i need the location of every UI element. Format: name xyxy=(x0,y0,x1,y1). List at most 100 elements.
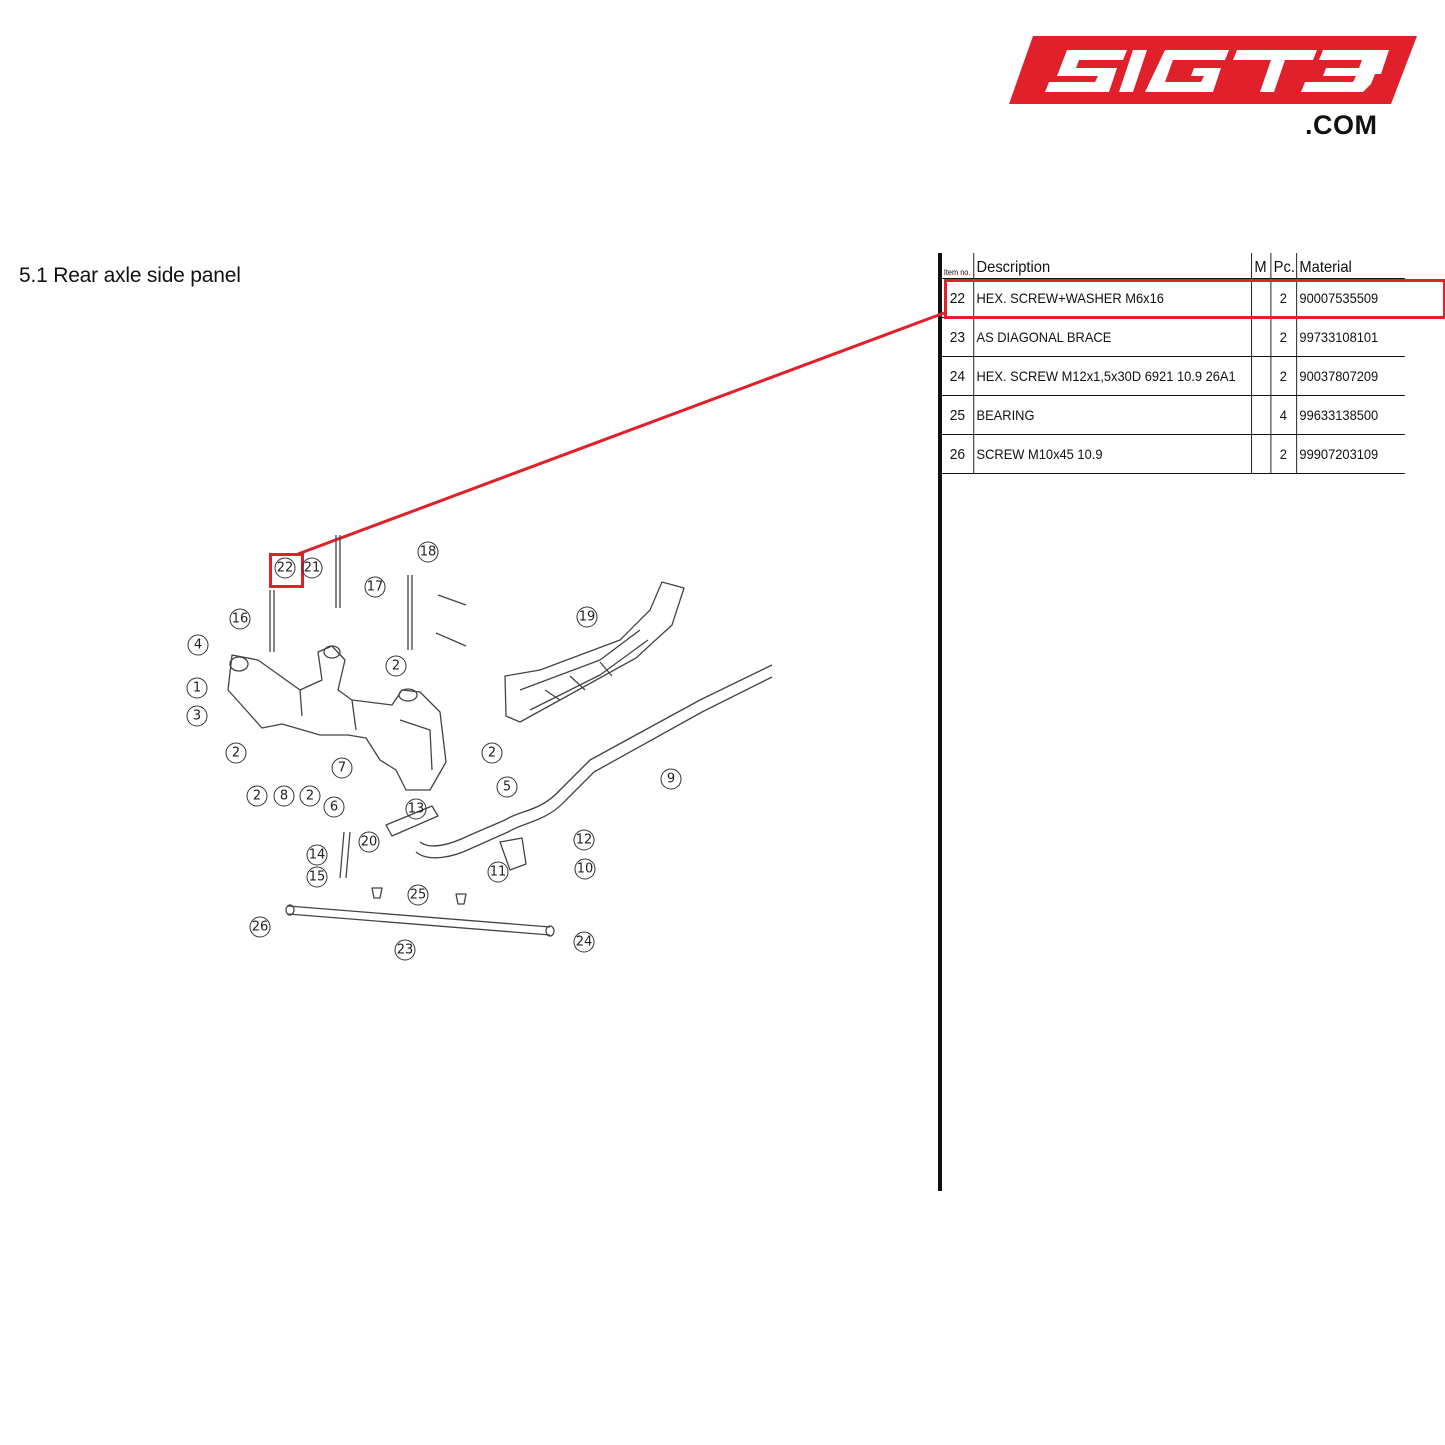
cell-material: 99733108101 xyxy=(1295,317,1405,357)
callout-label: 13 xyxy=(408,802,425,817)
callout-label: 19 xyxy=(579,610,596,625)
cell-pc: 4 xyxy=(1269,395,1297,435)
callout-15 xyxy=(306,866,328,888)
callout-label: 18 xyxy=(420,545,437,560)
callout-label: 9 xyxy=(667,772,675,787)
callout-label: 23 xyxy=(397,943,414,958)
cell-description: AS DIAGONAL BRACE xyxy=(972,317,1252,357)
cell-m xyxy=(1250,356,1271,396)
callout-7 xyxy=(331,757,353,779)
callout-label: 7 xyxy=(338,761,346,776)
callout-20 xyxy=(358,831,380,853)
callout-17 xyxy=(364,576,386,598)
callout-8 xyxy=(273,785,295,807)
axle-bracket xyxy=(227,645,447,791)
callout-label: 20 xyxy=(361,835,378,850)
callout-11 xyxy=(487,861,509,883)
section-title: 5.1 Rear axle side panel xyxy=(19,264,241,287)
cell-description: HEX. SCREW M12x1,5x30D 6921 10.9 26A1 xyxy=(972,356,1252,396)
callout-16 xyxy=(229,608,251,630)
cell-item: 25 xyxy=(942,395,974,435)
cell-description: SCREW M10x45 10.9 xyxy=(972,434,1252,474)
callout-14 xyxy=(306,844,328,866)
callout-13 xyxy=(405,798,427,820)
callout-label: 2 xyxy=(232,746,240,761)
header-m: M xyxy=(1250,253,1271,279)
callout-label: 3 xyxy=(193,709,201,724)
callout-2c xyxy=(246,785,268,807)
callout-10 xyxy=(574,858,596,880)
table-row[interactable]: 26 SCREW M10x45 10.9 2 99907203109 xyxy=(942,434,1405,474)
callout-label: 1 xyxy=(193,681,201,696)
callout-label: 22 xyxy=(277,561,294,576)
callout-9 xyxy=(660,768,682,790)
callout-label: 4 xyxy=(194,638,202,653)
cell-pc: 2 xyxy=(1269,356,1297,396)
callout-1 xyxy=(186,677,208,699)
callout-24 xyxy=(573,931,595,953)
cell-material: 90007535509 xyxy=(1295,278,1405,318)
header-material: Material xyxy=(1295,253,1405,279)
cell-m xyxy=(1250,317,1271,357)
table-header-row: Item no. Description M Pc. Material xyxy=(942,253,1405,279)
header-description: Description xyxy=(972,253,1252,279)
callout-21 xyxy=(301,557,323,579)
cell-material: 90037807209 xyxy=(1295,356,1405,396)
callout-label: 26 xyxy=(252,920,269,935)
callout-label: 15 xyxy=(309,870,326,885)
header-item-no: Item no. xyxy=(943,268,971,277)
callout-label: 14 xyxy=(309,848,326,863)
exploded-parts-diagram: 22 21 17 18 16 4 1 3 2 2 2 8 2 6 7 2 5 1… xyxy=(186,535,773,961)
callout-2d xyxy=(299,785,321,807)
cross-member xyxy=(504,581,685,723)
callout-12 xyxy=(573,829,595,851)
stabilizer-bar xyxy=(419,664,773,847)
callout-label: 16 xyxy=(232,612,249,627)
callout-label: 5 xyxy=(503,780,511,795)
callout-18 xyxy=(417,541,439,563)
logo-domain: .COM xyxy=(1305,110,1378,140)
callout-23 xyxy=(394,939,416,961)
cell-m xyxy=(1250,395,1271,435)
logo-wordmark xyxy=(1009,36,1417,104)
table-separator xyxy=(938,253,942,1191)
diagonal-brace xyxy=(287,905,551,936)
callout-22 xyxy=(274,557,296,579)
callout-label: 2 xyxy=(253,789,261,804)
callout-2e xyxy=(481,742,503,764)
cell-item: 26 xyxy=(942,434,974,474)
callout-label: 2 xyxy=(392,659,400,674)
cell-item: 22 xyxy=(942,278,974,318)
table-row[interactable]: 23 AS DIAGONAL BRACE 2 99733108101 xyxy=(942,317,1405,357)
cell-pc: 2 xyxy=(1269,317,1297,357)
cell-item: 23 xyxy=(942,317,974,357)
callout-2a xyxy=(225,742,247,764)
callout-4 xyxy=(187,634,209,656)
highlighted-row-frame xyxy=(944,279,1445,319)
callout-label: 2 xyxy=(306,789,314,804)
callout-label: 12 xyxy=(576,833,593,848)
callout-label: 17 xyxy=(367,580,384,595)
callout-3 xyxy=(186,705,208,727)
callout-label: 24 xyxy=(576,935,593,950)
callout-label: 8 xyxy=(280,789,288,804)
cell-description: BEARING xyxy=(972,395,1252,435)
cell-pc: 2 xyxy=(1269,434,1297,474)
table-row[interactable]: 24 HEX. SCREW M12x1,5x30D 6921 10.9 26A1… xyxy=(942,356,1405,396)
callout-5 xyxy=(496,776,518,798)
cell-item: 24 xyxy=(942,356,974,396)
parts-table: Item no. Description M Pc. Material 22 H… xyxy=(942,253,1405,474)
callout-label: 2 xyxy=(488,746,496,761)
callout-19 xyxy=(576,606,598,628)
cell-material: 99907203109 xyxy=(1295,434,1405,474)
callout-label: 6 xyxy=(330,800,338,815)
callout-2b xyxy=(385,655,407,677)
callout-25 xyxy=(407,884,429,906)
header-pc: Pc. xyxy=(1269,253,1297,279)
callout-26 xyxy=(249,916,271,938)
table-row[interactable]: 25 BEARING 4 99633138500 xyxy=(942,395,1405,435)
callout-label: 25 xyxy=(410,888,427,903)
site-logo[interactable]: .COM xyxy=(1005,32,1417,144)
callout-label: 10 xyxy=(577,862,594,877)
cell-m xyxy=(1250,434,1271,474)
